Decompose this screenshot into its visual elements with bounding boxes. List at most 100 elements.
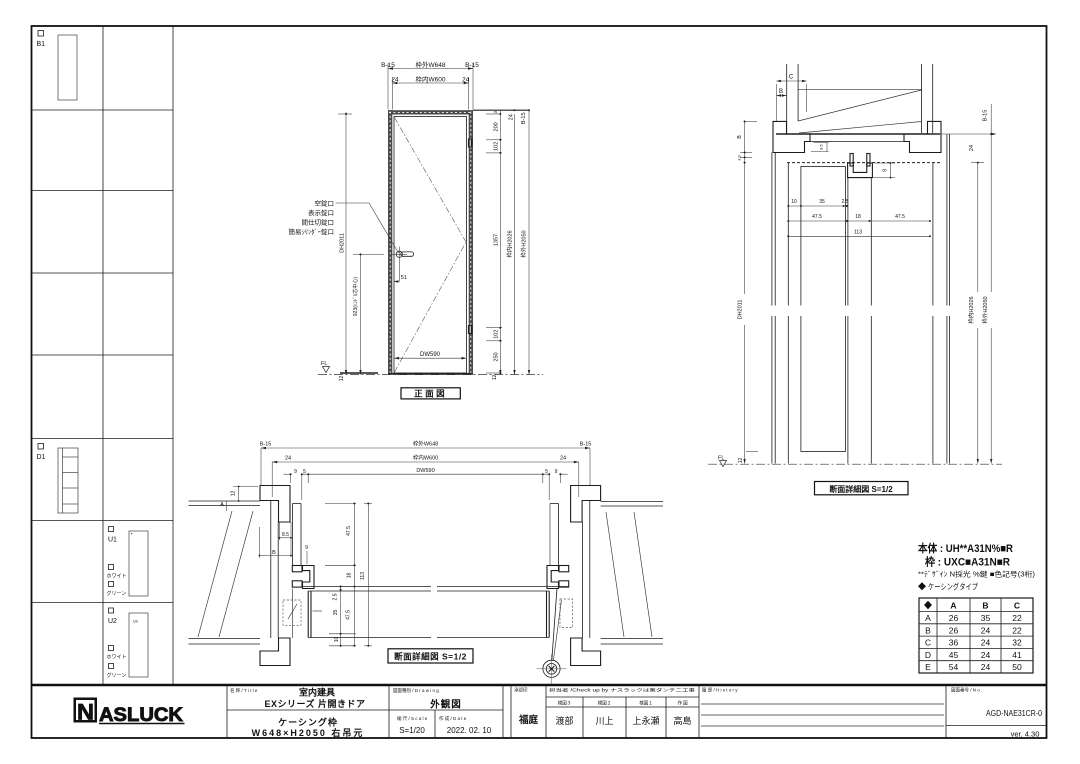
svg-text:32: 32 [1012,638,1022,648]
svg-text:B-15: B-15 [580,442,592,448]
svg-text:3.9: 3.9 [737,154,742,160]
svg-text:2.5: 2.5 [842,199,849,205]
svg-text:22: 22 [1012,625,1022,635]
svg-text:川上: 川上 [595,716,613,726]
svg-text:24: 24 [969,145,975,151]
svg-text:B-15: B-15 [381,62,395,69]
svg-text:ASLUCK: ASLUCK [99,705,183,726]
svg-text:枠外W648: 枠外W648 [413,440,438,448]
svg-text:45: 45 [949,650,959,660]
svg-text:9: 9 [555,469,558,475]
svg-text:200: 200 [494,122,500,131]
svg-text:113: 113 [360,572,366,580]
svg-text:福庭: 福庭 [518,714,539,726]
svg-text:24: 24 [981,625,991,635]
svg-text:26: 26 [949,613,959,623]
svg-text:ホワイト: ホワイト [107,655,127,661]
svg-text:113: 113 [854,229,862,235]
svg-text:外観図: 外観図 [429,699,462,711]
svg-text:簡易ｼﾘﾝﾀﾞｰ錠口: 簡易ｼﾘﾝﾀﾞｰ錠口 [289,227,335,236]
svg-text:渡部: 渡部 [555,715,573,726]
svg-text:47.5: 47.5 [812,214,822,220]
svg-text:8.5: 8.5 [282,532,289,538]
svg-text:作 成 / D a t e: 作 成 / D a t e [439,715,467,722]
svg-text:室内建具: 室内建具 [299,687,335,698]
svg-text:E: E [925,662,931,672]
svg-text:5: 5 [303,469,306,475]
svg-text:12: 12 [738,458,744,464]
svg-text:名 称 / T i t l e: 名 称 / T i t l e [230,687,258,694]
svg-text:検図１: 検図１ [639,700,653,707]
svg-text:S=1/20: S=1/20 [399,726,425,735]
svg-text:検図２: 検図２ [598,700,612,707]
svg-text:縮 尺 / S c a l e: 縮 尺 / S c a l e [397,715,428,722]
svg-text:24: 24 [981,650,991,660]
svg-text:U2: U2 [108,618,117,625]
svg-text:ホワイト: ホワイト [107,574,127,580]
svg-text:51: 51 [401,275,407,281]
svg-text:41: 41 [1012,650,1022,660]
svg-text:正面図: 正面図 [414,389,447,399]
svg-text:9: 9 [883,169,889,172]
svg-text:B-15: B-15 [260,442,272,448]
svg-text:AGD-NAE31CR-0: AGD-NAE31CR-0 [986,708,1042,718]
svg-text:B1: B1 [37,41,46,48]
svg-text:24: 24 [560,456,566,462]
svg-text:22: 22 [1012,613,1022,623]
svg-text:ver. 4.30: ver. 4.30 [1011,730,1040,739]
svg-text:図面番号 / N o .: 図面番号 / N o . [951,687,982,694]
svg-text:枠内W600: 枠内W600 [416,75,446,84]
svg-text:8.5: 8.5 [819,143,824,149]
svg-text:C: C [925,638,931,648]
svg-text:グリーン: グリーン [107,590,127,597]
svg-text:18: 18 [347,573,353,579]
svg-text:EXシリーズ 片開きドア: EXシリーズ 片開きドア [264,698,365,709]
svg-text:担当者 /Check up by ナスラックは篤ダンテニ工事: 担当者 /Check up by ナスラックは篤ダンテニ工事 [549,687,695,694]
svg-text:36: 36 [949,638,959,648]
svg-text:検図３: 検図３ [558,700,572,707]
svg-text:250: 250 [494,352,500,361]
svg-text:9: 9 [294,469,297,475]
svg-text:A: A [220,502,224,508]
svg-text:上永瀬: 上永瀬 [632,715,659,726]
svg-text:102: 102 [494,142,500,151]
svg-text:**ﾃﾞｻﾞｲﾝ N採光 %鍵 ■色記号(3桁): **ﾃﾞｻﾞｲﾝ N採光 %鍵 ■色記号(3桁) [918,570,1035,579]
svg-text:枠内W600: 枠内W600 [413,454,438,462]
svg-text:B-15: B-15 [983,110,989,122]
svg-text:W648×H2050 右吊元: W648×H2050 右吊元 [252,727,365,738]
svg-text:A: A [950,601,956,611]
svg-text:間仕切錠口: 間仕切錠口 [302,217,335,226]
svg-text:枠外W648: 枠外W648 [416,60,446,69]
svg-text:24: 24 [285,456,291,462]
svg-text:A: A [925,613,931,623]
svg-text:24: 24 [981,662,991,672]
svg-text:24: 24 [981,638,991,648]
svg-text:B: B [737,135,743,139]
svg-text:35: 35 [819,199,825,205]
svg-text:FL: FL [718,456,724,462]
svg-text:18: 18 [855,214,861,220]
svg-text:47.5: 47.5 [895,214,905,220]
svg-text:枠内H2026: 枠内H2026 [506,230,514,257]
svg-text:承認印: 承認印 [514,687,528,694]
svg-text:B: B [925,625,931,635]
svg-text:高島: 高島 [673,715,691,726]
svg-text:C: C [789,75,794,81]
svg-text:空錠口: 空錠口 [315,199,335,208]
svg-text:24: 24 [509,114,515,120]
svg-text:C: C [1014,601,1020,611]
svg-text:本体 : UH**A31N%■R: 本体 : UH**A31N%■R [918,541,1013,555]
svg-text:12: 12 [339,376,345,382]
svg-text:47.5: 47.5 [346,526,352,536]
svg-text:FL: FL [321,361,327,367]
svg-text:35: 35 [981,613,991,623]
svg-text:D1: D1 [37,454,46,461]
svg-text:3: 3 [493,111,498,114]
svg-text:履 歴 / H i s t o r y: 履 歴 / H i s t o r y [702,688,738,694]
svg-text:24: 24 [462,77,470,84]
svg-text:35: 35 [333,610,339,616]
svg-text:10: 10 [791,199,797,205]
svg-text:923(ﾊﾝﾄﾞﾙ芯中心): 923(ﾊﾝﾄﾞﾙ芯中心) [352,277,359,317]
svg-text:DW590: DW590 [416,468,434,474]
svg-text:9: 9 [305,545,308,551]
